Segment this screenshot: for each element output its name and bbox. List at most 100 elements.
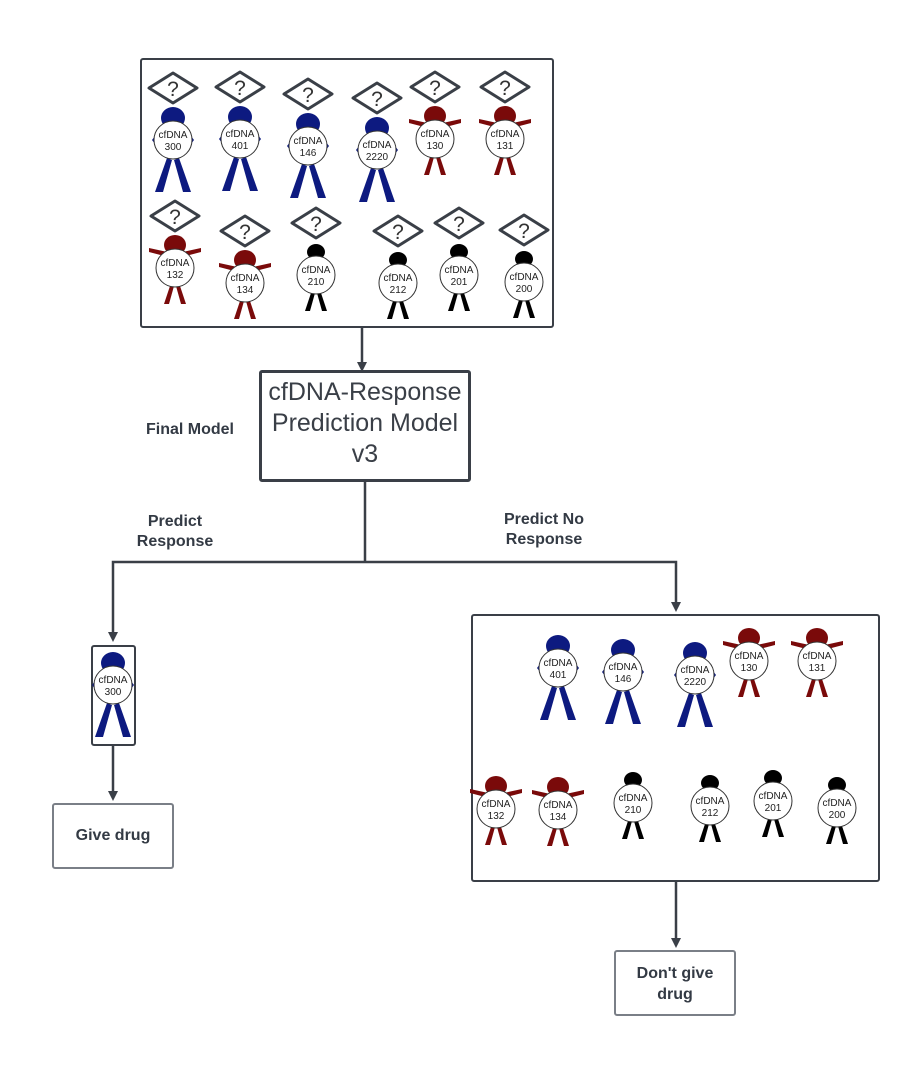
- question-diamond-icon: ?: [372, 214, 424, 248]
- person-label-prefix: cfDNA: [544, 800, 573, 811]
- person-body-badge: [153, 120, 193, 160]
- question-mark: ?: [239, 221, 251, 244]
- person-body-badge: [729, 641, 769, 681]
- question-diamond-icon: ?: [282, 77, 334, 111]
- person-leg-icon: [436, 157, 446, 175]
- person-leg-icon: [164, 286, 174, 304]
- question-mark: ?: [429, 77, 441, 100]
- person-leg-icon: [387, 301, 397, 319]
- person-body-badge: [476, 789, 516, 829]
- question-mark: ?: [169, 206, 181, 229]
- person-label-id: 210: [308, 277, 325, 288]
- predict-no-response-label: Predict No Response: [486, 510, 602, 550]
- arrow-to-no-response-group: [365, 560, 681, 612]
- person-leg-icon: [696, 693, 713, 727]
- predict-no-response-line2: Response: [505, 531, 583, 548]
- question-mark: ?: [453, 213, 465, 236]
- person-leg-icon: [540, 686, 557, 720]
- person-head-icon: [624, 772, 642, 788]
- person-leg-icon: [506, 157, 516, 175]
- person-label-id: 130: [427, 141, 444, 152]
- question-diamond-icon: ?: [149, 199, 201, 233]
- person-body-badge: [378, 263, 418, 303]
- person-label-prefix: cfDNA: [759, 791, 788, 802]
- question-mark: ?: [392, 221, 404, 244]
- person-body-badge: [613, 783, 653, 823]
- dont-give-drug-text: Don't give drug: [616, 963, 734, 1005]
- person-label-id: 146: [300, 148, 317, 159]
- person-label-prefix: cfDNA: [803, 651, 832, 662]
- person-body-badge: [603, 652, 643, 692]
- question-mark: ?: [302, 84, 314, 107]
- person-body-badge: [225, 263, 265, 303]
- person-head-icon: [389, 252, 407, 268]
- person-leg-icon: [494, 157, 504, 175]
- person-label-id: 132: [167, 270, 184, 281]
- person-body-badge: [690, 786, 730, 826]
- dont-give-drug-line2: drug: [657, 986, 693, 1003]
- question-mark: ?: [167, 78, 179, 101]
- person-label-id: 134: [237, 285, 254, 296]
- person-head-icon: [828, 777, 846, 793]
- person-label-prefix: cfDNA: [384, 273, 413, 284]
- question-mark: ?: [310, 213, 322, 236]
- person-leg-icon: [634, 821, 644, 839]
- model-title: cfDNA-Response Prediction Model v3: [262, 377, 468, 470]
- person-label-id: 131: [809, 663, 826, 674]
- question-diamond-icon: ?: [409, 70, 461, 104]
- question-mark: ?: [499, 77, 511, 100]
- person-label-prefix: cfDNA: [609, 662, 638, 673]
- dont-give-drug-line1: Don't give: [636, 965, 714, 982]
- person-head-icon: [515, 251, 533, 267]
- person-label-id: 201: [451, 277, 468, 288]
- person-label-prefix: cfDNA: [161, 258, 190, 269]
- prediction-model-box: cfDNA-Response Prediction Model v3: [259, 370, 471, 482]
- person-leg-icon: [622, 821, 632, 839]
- person-leg-icon: [547, 828, 557, 846]
- model-title-line3: v3: [351, 440, 379, 468]
- person-label-prefix: cfDNA: [302, 265, 331, 276]
- question-diamond-icon: ?: [498, 213, 550, 247]
- person-body-badge: [485, 119, 525, 159]
- person-leg-icon: [826, 826, 836, 844]
- person-label-prefix: cfDNA: [735, 651, 764, 662]
- person-leg-icon: [624, 690, 641, 724]
- person-label-id: 401: [550, 670, 567, 681]
- person-label-prefix: cfDNA: [823, 798, 852, 809]
- question-diamond-icon: ?: [290, 206, 342, 240]
- question-mark: ?: [371, 88, 383, 111]
- person-label-id: 130: [741, 663, 758, 674]
- person-leg-icon: [513, 300, 523, 318]
- model-title-line2: Prediction Model: [271, 409, 459, 437]
- person-body-badge: [538, 790, 578, 830]
- give-drug-box: Give drug: [52, 803, 174, 869]
- person-leg-icon: [222, 157, 239, 191]
- arrow-to-response-group: [108, 560, 365, 642]
- person-label-id: 200: [829, 810, 846, 821]
- question-mark: ?: [234, 77, 246, 100]
- person-head-icon: [701, 775, 719, 791]
- person-body-badge: [753, 781, 793, 821]
- person-label-prefix: cfDNA: [231, 273, 260, 284]
- person-leg-icon: [774, 819, 784, 837]
- question-diamond-icon: ?: [433, 206, 485, 240]
- predict-response-line1: Predict: [147, 513, 203, 530]
- person-leg-icon: [114, 703, 131, 737]
- person-body-badge: [296, 255, 336, 295]
- person-label-id: 210: [625, 805, 642, 816]
- person-label-prefix: cfDNA: [510, 272, 539, 283]
